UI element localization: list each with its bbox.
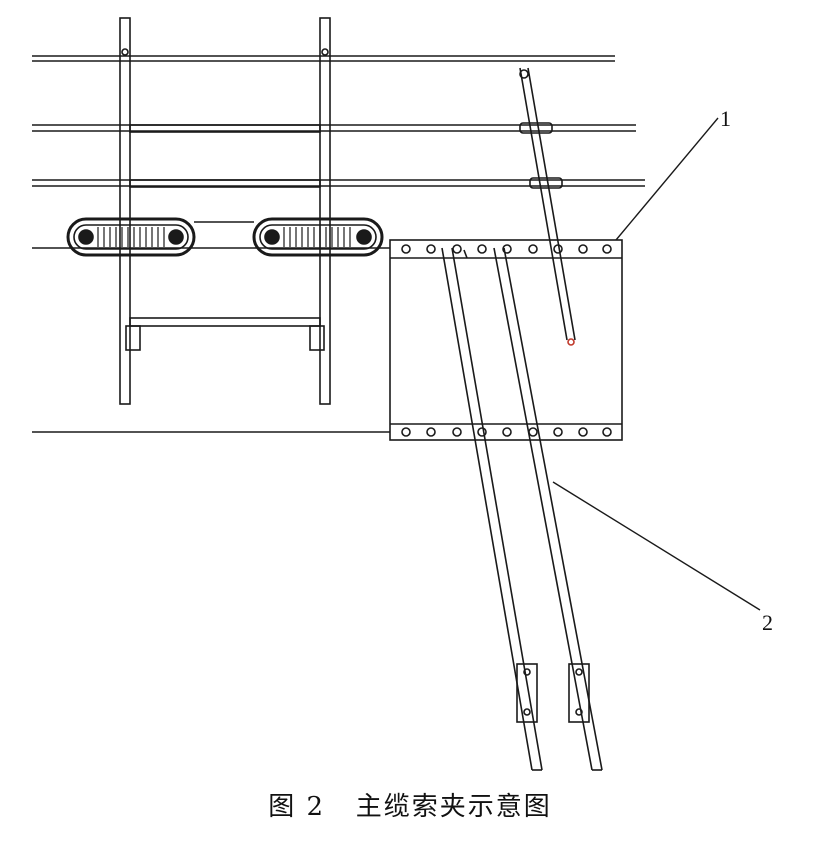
track-assembly-right <box>252 217 384 257</box>
leader-line-2 <box>552 481 761 611</box>
figure-number: 图 2 <box>268 792 325 822</box>
callout-label-2: 2 <box>762 610 773 635</box>
figure-caption: 图 2 主缆索夹示意图 <box>0 786 820 823</box>
bolt-row-top <box>401 244 612 254</box>
turnbuckle-left <box>516 663 538 723</box>
callout-label-1: 1 <box>720 106 731 131</box>
main-cable-clamp-drawing <box>32 17 761 771</box>
hanger-rod-right <box>493 247 603 771</box>
hanger-rod-left <box>441 247 543 771</box>
cable-clamp-plate <box>389 239 623 441</box>
turnbuckle-right <box>568 663 590 723</box>
bolt-row-bottom <box>401 427 612 437</box>
track-assembly-left <box>66 217 196 257</box>
deck-lines <box>32 247 390 433</box>
leader-line-1 <box>615 117 719 241</box>
inclined-pipe <box>519 67 576 346</box>
figure-title: 主缆索夹示意图 <box>355 792 552 822</box>
handrail-cables <box>32 55 645 187</box>
ladder-frame <box>119 17 331 405</box>
